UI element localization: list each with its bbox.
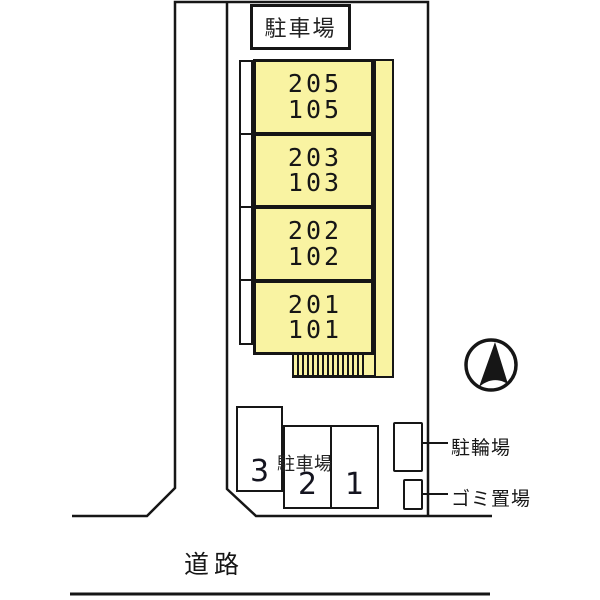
upper-parking-label-box: 駐車場	[250, 4, 351, 50]
garbage-area-label: ゴミ置場	[451, 488, 532, 510]
building: 205 105 203 103 202 102 201 101	[253, 59, 374, 355]
stall-number: 2	[297, 467, 318, 502]
unit-202-102: 202 102	[256, 209, 371, 279]
balcony-segment-4	[239, 279, 253, 345]
parking-stalls-2-1: 2 1	[283, 425, 379, 509]
stall-number: 1	[344, 467, 365, 502]
road-label: 道路	[184, 550, 245, 579]
parking-stall-2: 2	[285, 427, 330, 507]
parking-stall-3: 3	[236, 406, 283, 492]
stall-number: 3	[249, 454, 270, 489]
unit-205-105: 205 105	[256, 62, 371, 132]
unit-number: 205	[287, 69, 343, 99]
unit-number: 101	[287, 315, 343, 345]
upper-parking-label: 駐車場	[264, 17, 337, 42]
balcony-segment-3	[239, 206, 253, 281]
lower-parking-label: 駐車場	[277, 454, 333, 475]
bicycle-parking-box	[393, 422, 423, 472]
unit-201-101: 201 101	[256, 282, 371, 352]
garbage-area-box	[403, 479, 423, 510]
unit-203-103: 203 103	[256, 135, 371, 205]
building-stairs	[292, 355, 374, 378]
unit-number: 102	[287, 241, 343, 271]
site-outline-inner	[225, 2, 492, 518]
unit-number: 202	[287, 216, 343, 246]
site-outline-west-top-east	[72, 0, 430, 518]
unit-number: 105	[287, 94, 343, 124]
north-compass-icon	[464, 338, 518, 392]
stairs-hatch-pattern	[297, 355, 367, 375]
balcony-segment-1	[239, 60, 253, 135]
unit-number: 103	[287, 168, 343, 198]
building-side-strip	[374, 59, 394, 378]
unit-number: 201	[287, 289, 343, 319]
bicycle-parking-label: 駐輪場	[451, 437, 512, 459]
parking-stall-1: 1	[330, 427, 377, 507]
balcony-segment-2	[239, 133, 253, 208]
unit-number: 203	[287, 142, 343, 172]
